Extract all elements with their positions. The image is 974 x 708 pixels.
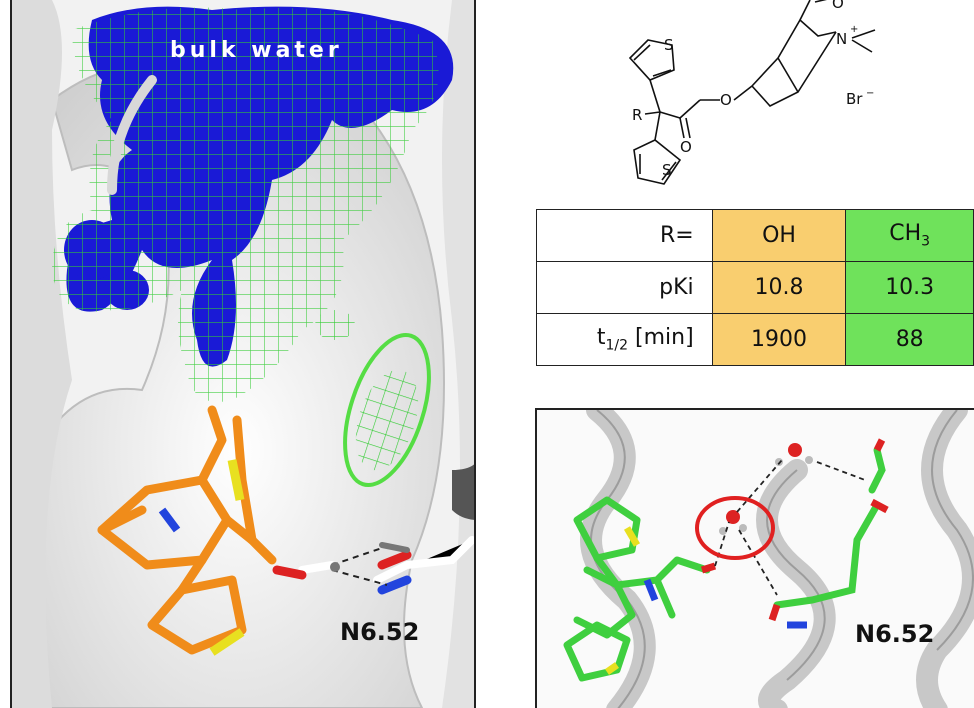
- table-header-row: R= OH CH3: [536, 209, 974, 262]
- right-molecular-panel: N6.52: [535, 408, 974, 708]
- ester-oxygen-label: O: [720, 91, 732, 109]
- half-life-ch3-value: 88: [845, 313, 974, 366]
- header-oh-cell: OH: [711, 209, 847, 262]
- header-label-cell: R=: [536, 209, 713, 262]
- left-panel-render: [12, 0, 474, 708]
- h-bonds: [714, 459, 866, 596]
- half-life-t: t: [596, 325, 606, 351]
- pki-oh-value: 10.8: [711, 261, 847, 314]
- electron-density-mesh: [52, 7, 439, 471]
- row-label-pki: pKi: [536, 261, 713, 314]
- residue-sticks: [272, 536, 474, 595]
- row-label-half-life: t1/2 [min]: [536, 313, 713, 366]
- h-bonds: [331, 547, 388, 586]
- bulk-water-label: bulk water: [170, 38, 343, 63]
- residue-sticks: [773, 446, 886, 609]
- left-residue-label: N6.52: [340, 618, 420, 646]
- left-molecular-panel: bulk water N6.52: [10, 0, 476, 708]
- highlight-ellipse: [343, 332, 431, 488]
- r-label: R: [632, 106, 642, 124]
- carbonyl-oxygen-label: O: [680, 138, 692, 156]
- half-life-subscript: 1/2: [605, 337, 629, 354]
- counterion-label: Br: [846, 90, 863, 108]
- pki-ch3-value: 10.3: [845, 261, 974, 314]
- ch3-subscript: 3: [921, 233, 931, 250]
- sulfur-label-bottom: S: [662, 161, 672, 179]
- header-ch3-cell: CH3: [845, 209, 974, 262]
- epoxide-oxygen-label: O: [832, 0, 844, 12]
- half-life-oh-value: 1900: [711, 313, 847, 366]
- half-life-unit: [min]: [628, 325, 694, 351]
- water-molecules: [719, 443, 813, 535]
- sulfur-label-top: S: [664, 36, 674, 54]
- orange-ligand: [97, 405, 277, 655]
- table-row: pKi 10.8 10.3: [536, 261, 974, 314]
- table-row: t1/2 [min] 1900 88: [536, 313, 974, 366]
- kinetics-table: R= OH CH3 pKi 10.8 10.3 t1/2 [min] 1900 …: [536, 209, 974, 366]
- right-panel-render: [537, 410, 974, 708]
- nitrogen-charge: +: [850, 24, 858, 35]
- counterion-charge: −: [866, 88, 874, 99]
- right-residue-label: N6.52: [855, 620, 935, 648]
- nitrogen-label: N: [836, 30, 847, 48]
- chemical-structure: S S R O O O N + Br −: [628, 0, 876, 185]
- water-highlight-ellipse: [695, 496, 775, 560]
- ch3-main: CH: [889, 221, 922, 247]
